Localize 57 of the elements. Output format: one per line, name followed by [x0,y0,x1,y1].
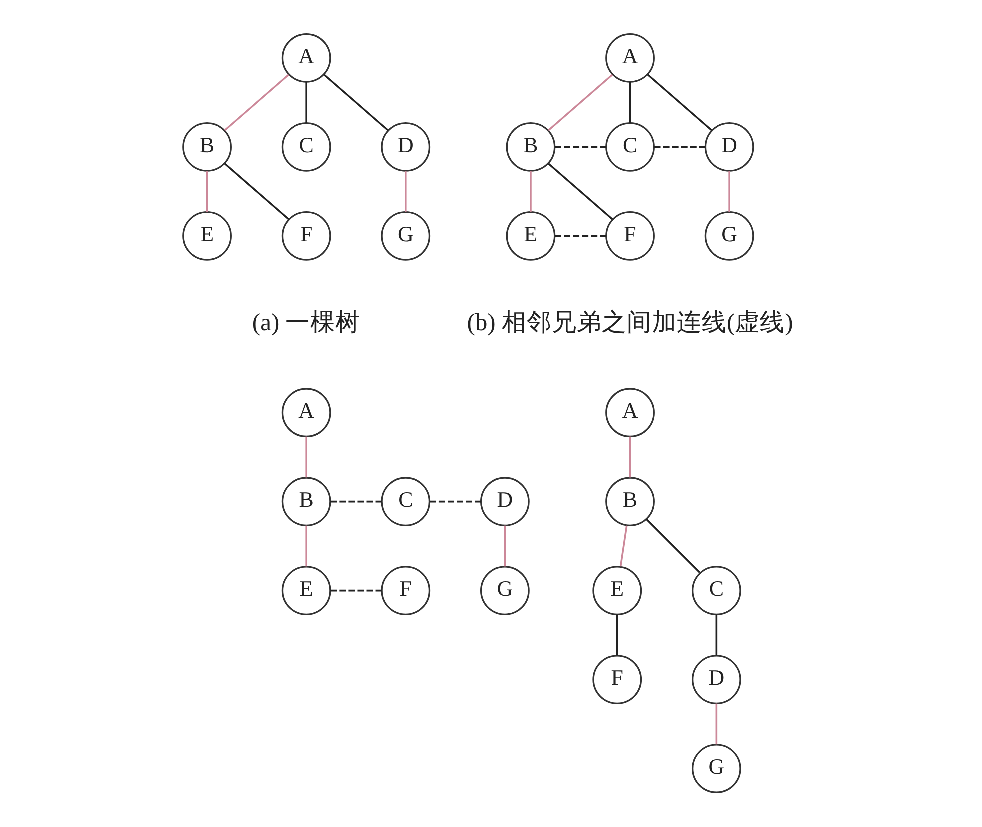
connector [646,518,701,574]
node-circle: C [381,477,431,527]
node-circle: C [692,566,742,616]
node-circle: F [282,211,332,261]
connector [324,74,389,132]
node-circle: A [282,388,332,438]
connector [716,614,718,656]
node-circle: E [592,566,642,616]
connector [306,436,308,478]
node-circle: E [506,211,556,261]
node-circle: F [606,211,655,261]
connector [306,82,308,124]
connector [330,590,382,592]
node-circle: D [692,655,742,704]
node-circle: D [480,477,530,527]
connector [629,436,632,478]
node-circle: D [704,122,754,172]
connector [430,500,482,503]
connector [530,171,532,212]
connector [404,171,407,212]
node-circle: F [592,655,642,704]
connector [504,526,506,567]
node-circle: B [282,477,332,527]
connector [555,146,606,148]
node-circle: E [282,566,332,616]
connector [206,171,208,212]
node-circle: G [692,744,742,794]
connector [716,704,718,745]
node-circle: F [381,566,431,616]
connector [548,163,614,220]
node-circle: A [282,34,332,83]
connector [555,235,606,238]
node-circle: B [182,122,232,172]
label: (b) 相邻兄弟之间加连线(虚线) [467,310,794,337]
node-circle: E [182,211,232,261]
node-circle: C [282,122,332,172]
node-circle: B [606,477,655,527]
connector [224,163,290,220]
connector [330,500,382,503]
connector [728,171,730,212]
node-circle: G [480,566,530,616]
label: (a) 一棵树 [252,310,361,337]
node-circle: A [606,34,655,83]
connector [654,146,706,148]
connector [224,74,290,132]
connector [647,74,713,132]
connector [620,526,628,567]
node-circle: A [606,388,655,438]
connector [629,82,632,124]
node-circle: C [606,122,655,172]
node-circle: G [704,211,754,261]
connector [616,614,618,656]
node-circle: B [506,122,556,172]
connector [548,74,614,132]
connector [306,526,308,567]
node-circle: D [381,122,431,172]
node-circle: G [381,211,431,261]
